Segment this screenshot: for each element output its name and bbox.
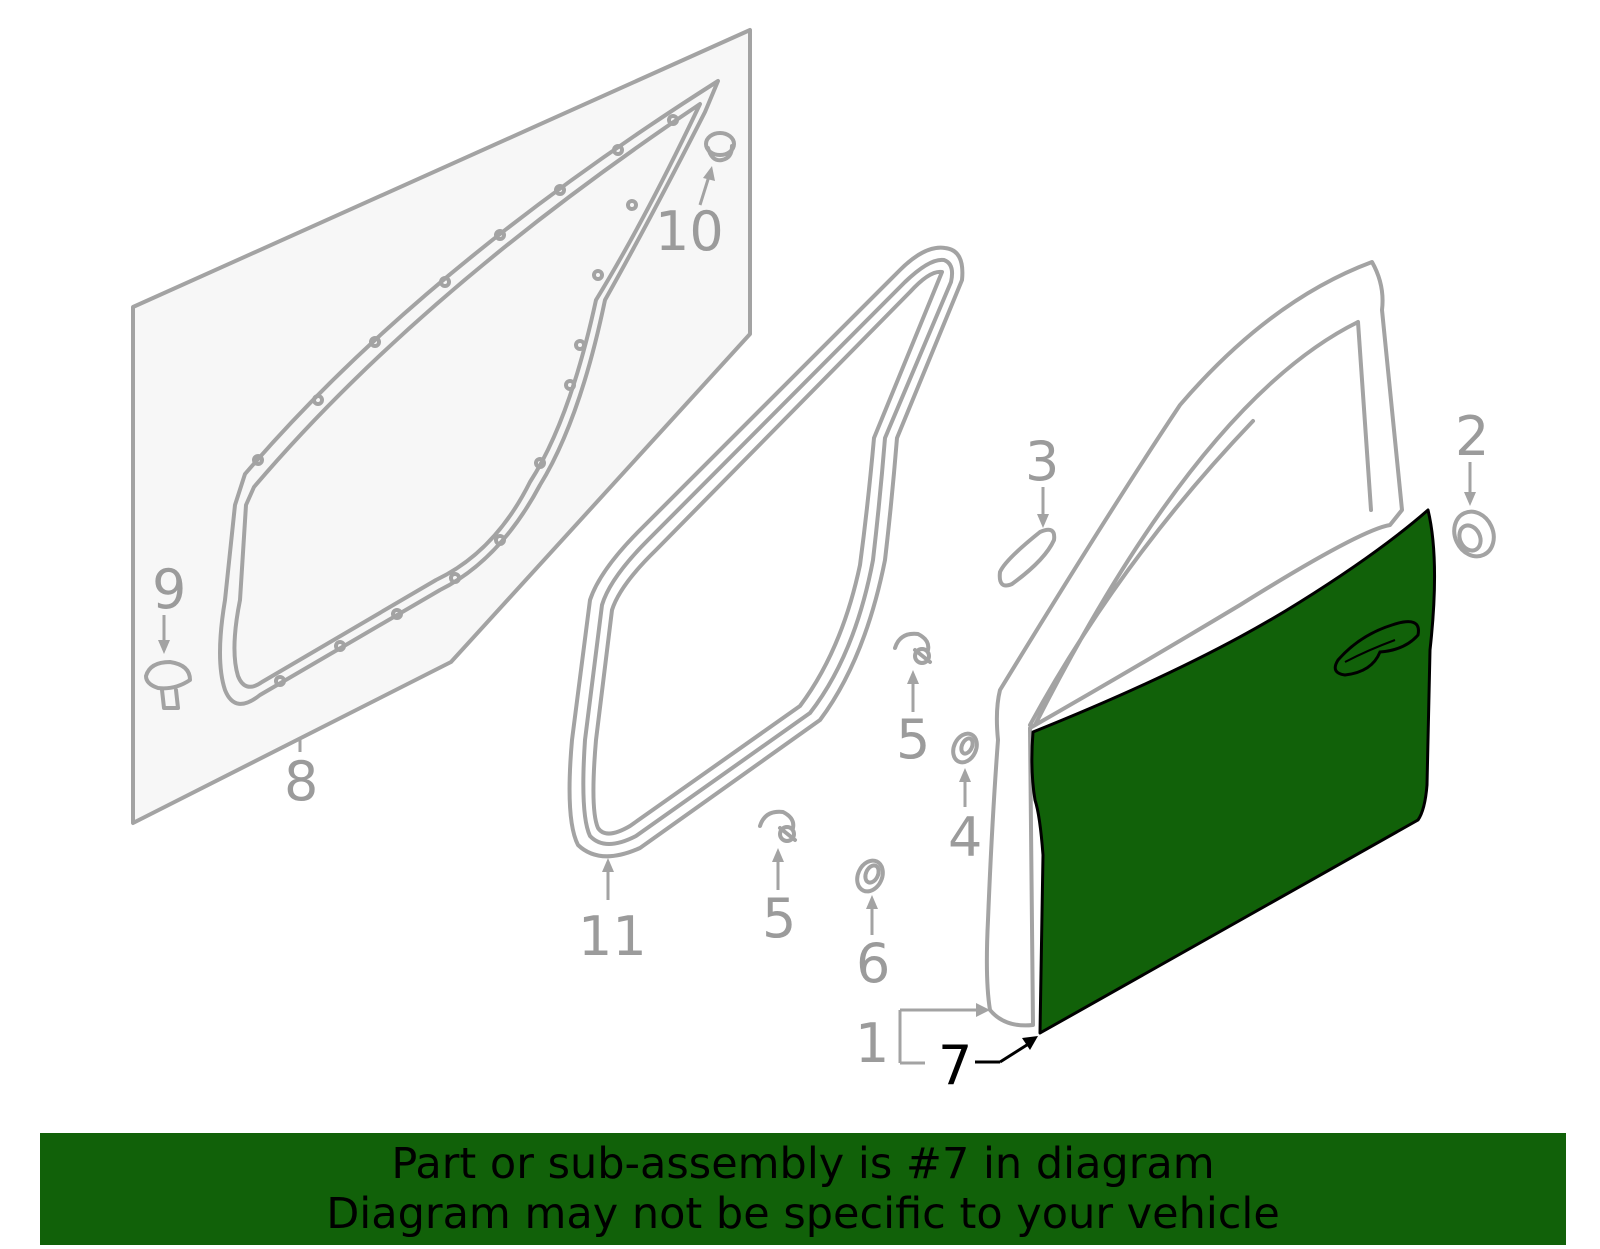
part-3-pad xyxy=(997,487,1057,588)
part-1-door-shell xyxy=(898,260,1404,1065)
callout-5-lower: 5 xyxy=(762,887,796,950)
part-8-panel xyxy=(131,28,752,825)
callout-9: 9 xyxy=(152,558,186,621)
callout-11: 11 xyxy=(578,905,647,968)
callout-4: 4 xyxy=(948,806,982,869)
callout-5-upper: 5 xyxy=(896,708,930,771)
callout-2: 2 xyxy=(1455,405,1489,468)
callout-10: 10 xyxy=(655,200,724,263)
callout-8: 8 xyxy=(284,750,318,813)
part-10-clip xyxy=(698,131,736,206)
part-5-bumper-lower xyxy=(758,809,797,890)
banner-line-disclaimer: Diagram may not be specific to your vehi… xyxy=(326,1189,1280,1239)
callout-7: 7 xyxy=(938,1034,972,1097)
callout-6: 6 xyxy=(856,932,890,995)
part-11-weatherstrip xyxy=(567,245,965,900)
part-5-bumper-upper xyxy=(893,631,932,712)
part-9-clip xyxy=(144,615,192,710)
callout-1: 1 xyxy=(855,1012,889,1075)
banner-line-part: Part or sub-assembly is #7 in diagram xyxy=(391,1139,1215,1189)
part-7-door-skin xyxy=(975,508,1437,1064)
part-2-grommet xyxy=(1452,462,1496,559)
callout-3: 3 xyxy=(1025,430,1059,493)
part-4-plug xyxy=(951,731,979,807)
info-banner: Part or sub-assembly is #7 in diagram Di… xyxy=(40,1133,1566,1245)
part-6-grommet xyxy=(855,858,885,935)
